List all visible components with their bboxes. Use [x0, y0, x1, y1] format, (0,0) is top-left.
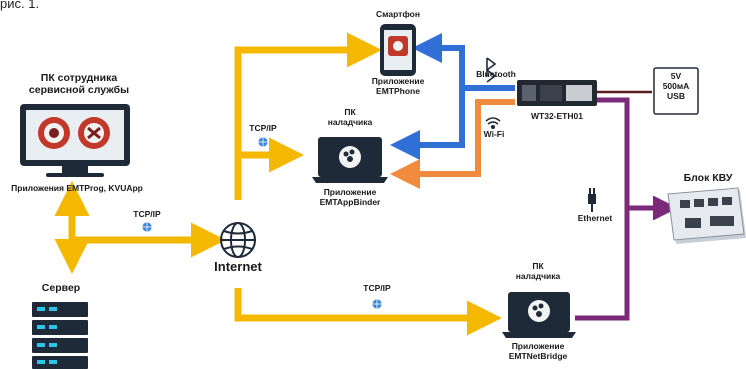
pc-binder-app-line1: Приложение [323, 187, 377, 197]
internet-title: Internet [214, 259, 262, 274]
pc-netbridge-app-line2: EMTNetBridge [508, 350, 568, 361]
tcpip-globe-icon-2 [141, 221, 153, 233]
link-eth-module [575, 97, 630, 321]
module-title: WT32-ETH01 [531, 111, 583, 121]
pc-netbridge-app: Приложение EMTNetBridge [496, 341, 580, 362]
pc-binder-title-line1: ПК [344, 107, 356, 117]
server-icon [32, 302, 88, 369]
service-pc-title-line1: ПК сотрудника [40, 72, 118, 84]
pc-binder-app-line2: EMTAppBinder [319, 196, 381, 207]
ethernet-links [575, 97, 678, 321]
power-box [653, 67, 699, 115]
wifi-icon [485, 117, 501, 130]
service-pc-title-line2: сервисной службы [28, 84, 130, 97]
smartphone-app: Приложение EMTPhone [356, 76, 440, 97]
service-pc-title: ПК сотрудника сервисной службы [18, 72, 140, 96]
tcpip-label-top: TCP/IP [249, 123, 277, 133]
bluetooth-links [390, 33, 515, 160]
pc-netbridge-title-line2: наладчика [515, 270, 561, 281]
power-label-line3: USB [667, 90, 685, 101]
link-bt-smartphone [412, 33, 515, 91]
pc-binder-title: ПК наладчика [318, 107, 382, 128]
pc-netbridge-title-line1: ПК [532, 261, 544, 271]
link-wifi-pc [390, 99, 515, 189]
kvu-block-title: Блок КВУ [683, 172, 733, 184]
bluetooth-icon [486, 57, 497, 83]
tcpip-label-bottom: TCP/IP [363, 283, 391, 293]
figure-caption-fragment: рис. 1. [0, 0, 40, 11]
tcpip-globe-icon [257, 136, 269, 148]
power-label-line1: 5V [670, 71, 682, 81]
power-label: 5V 500мА USB [654, 71, 698, 101]
link-bt-pc [390, 88, 465, 160]
pc-binder-app: Приложение EMTAppBinder [308, 187, 392, 208]
kvu-block-icon [667, 187, 746, 244]
wifi-links [390, 99, 515, 189]
internet-links [54, 32, 502, 336]
tcpip-label-left: TCP/IP [133, 209, 161, 219]
laptop-binder-icon [312, 137, 388, 183]
wifi-label: Wi-Fi [483, 129, 505, 139]
pc-netbridge-title: ПК наладчика [506, 261, 570, 282]
wt32-module-icon [517, 80, 597, 106]
pc-netbridge-app-line1: Приложение [511, 341, 565, 351]
smartphone-app-line2: EMTPhone [376, 85, 420, 96]
link-internet-pc-netbridge [234, 288, 502, 336]
smartphone-app-line1: Приложение [371, 76, 425, 86]
pc-binder-title-line2: наладчика [327, 116, 373, 127]
service-pc-caption: Приложения EMTProg, KVUApp [11, 183, 143, 193]
link-internet-smartphone [234, 32, 382, 200]
service-pc-icon [20, 104, 130, 177]
smartphone-title: Смартфон [376, 9, 420, 19]
power-label-line2: 500мА [662, 80, 690, 91]
smartphone-icon [380, 24, 416, 76]
ethernet-label: Ethernet [577, 213, 613, 223]
ethernet-plug-icon [588, 188, 596, 212]
internet-globe-icon [220, 222, 256, 258]
bluetooth-label: Bluetooth [476, 69, 516, 79]
server-title: Сервер [41, 282, 81, 294]
laptop-netbridge-icon [502, 292, 576, 338]
tcpip-globe-icon-3 [371, 298, 383, 310]
